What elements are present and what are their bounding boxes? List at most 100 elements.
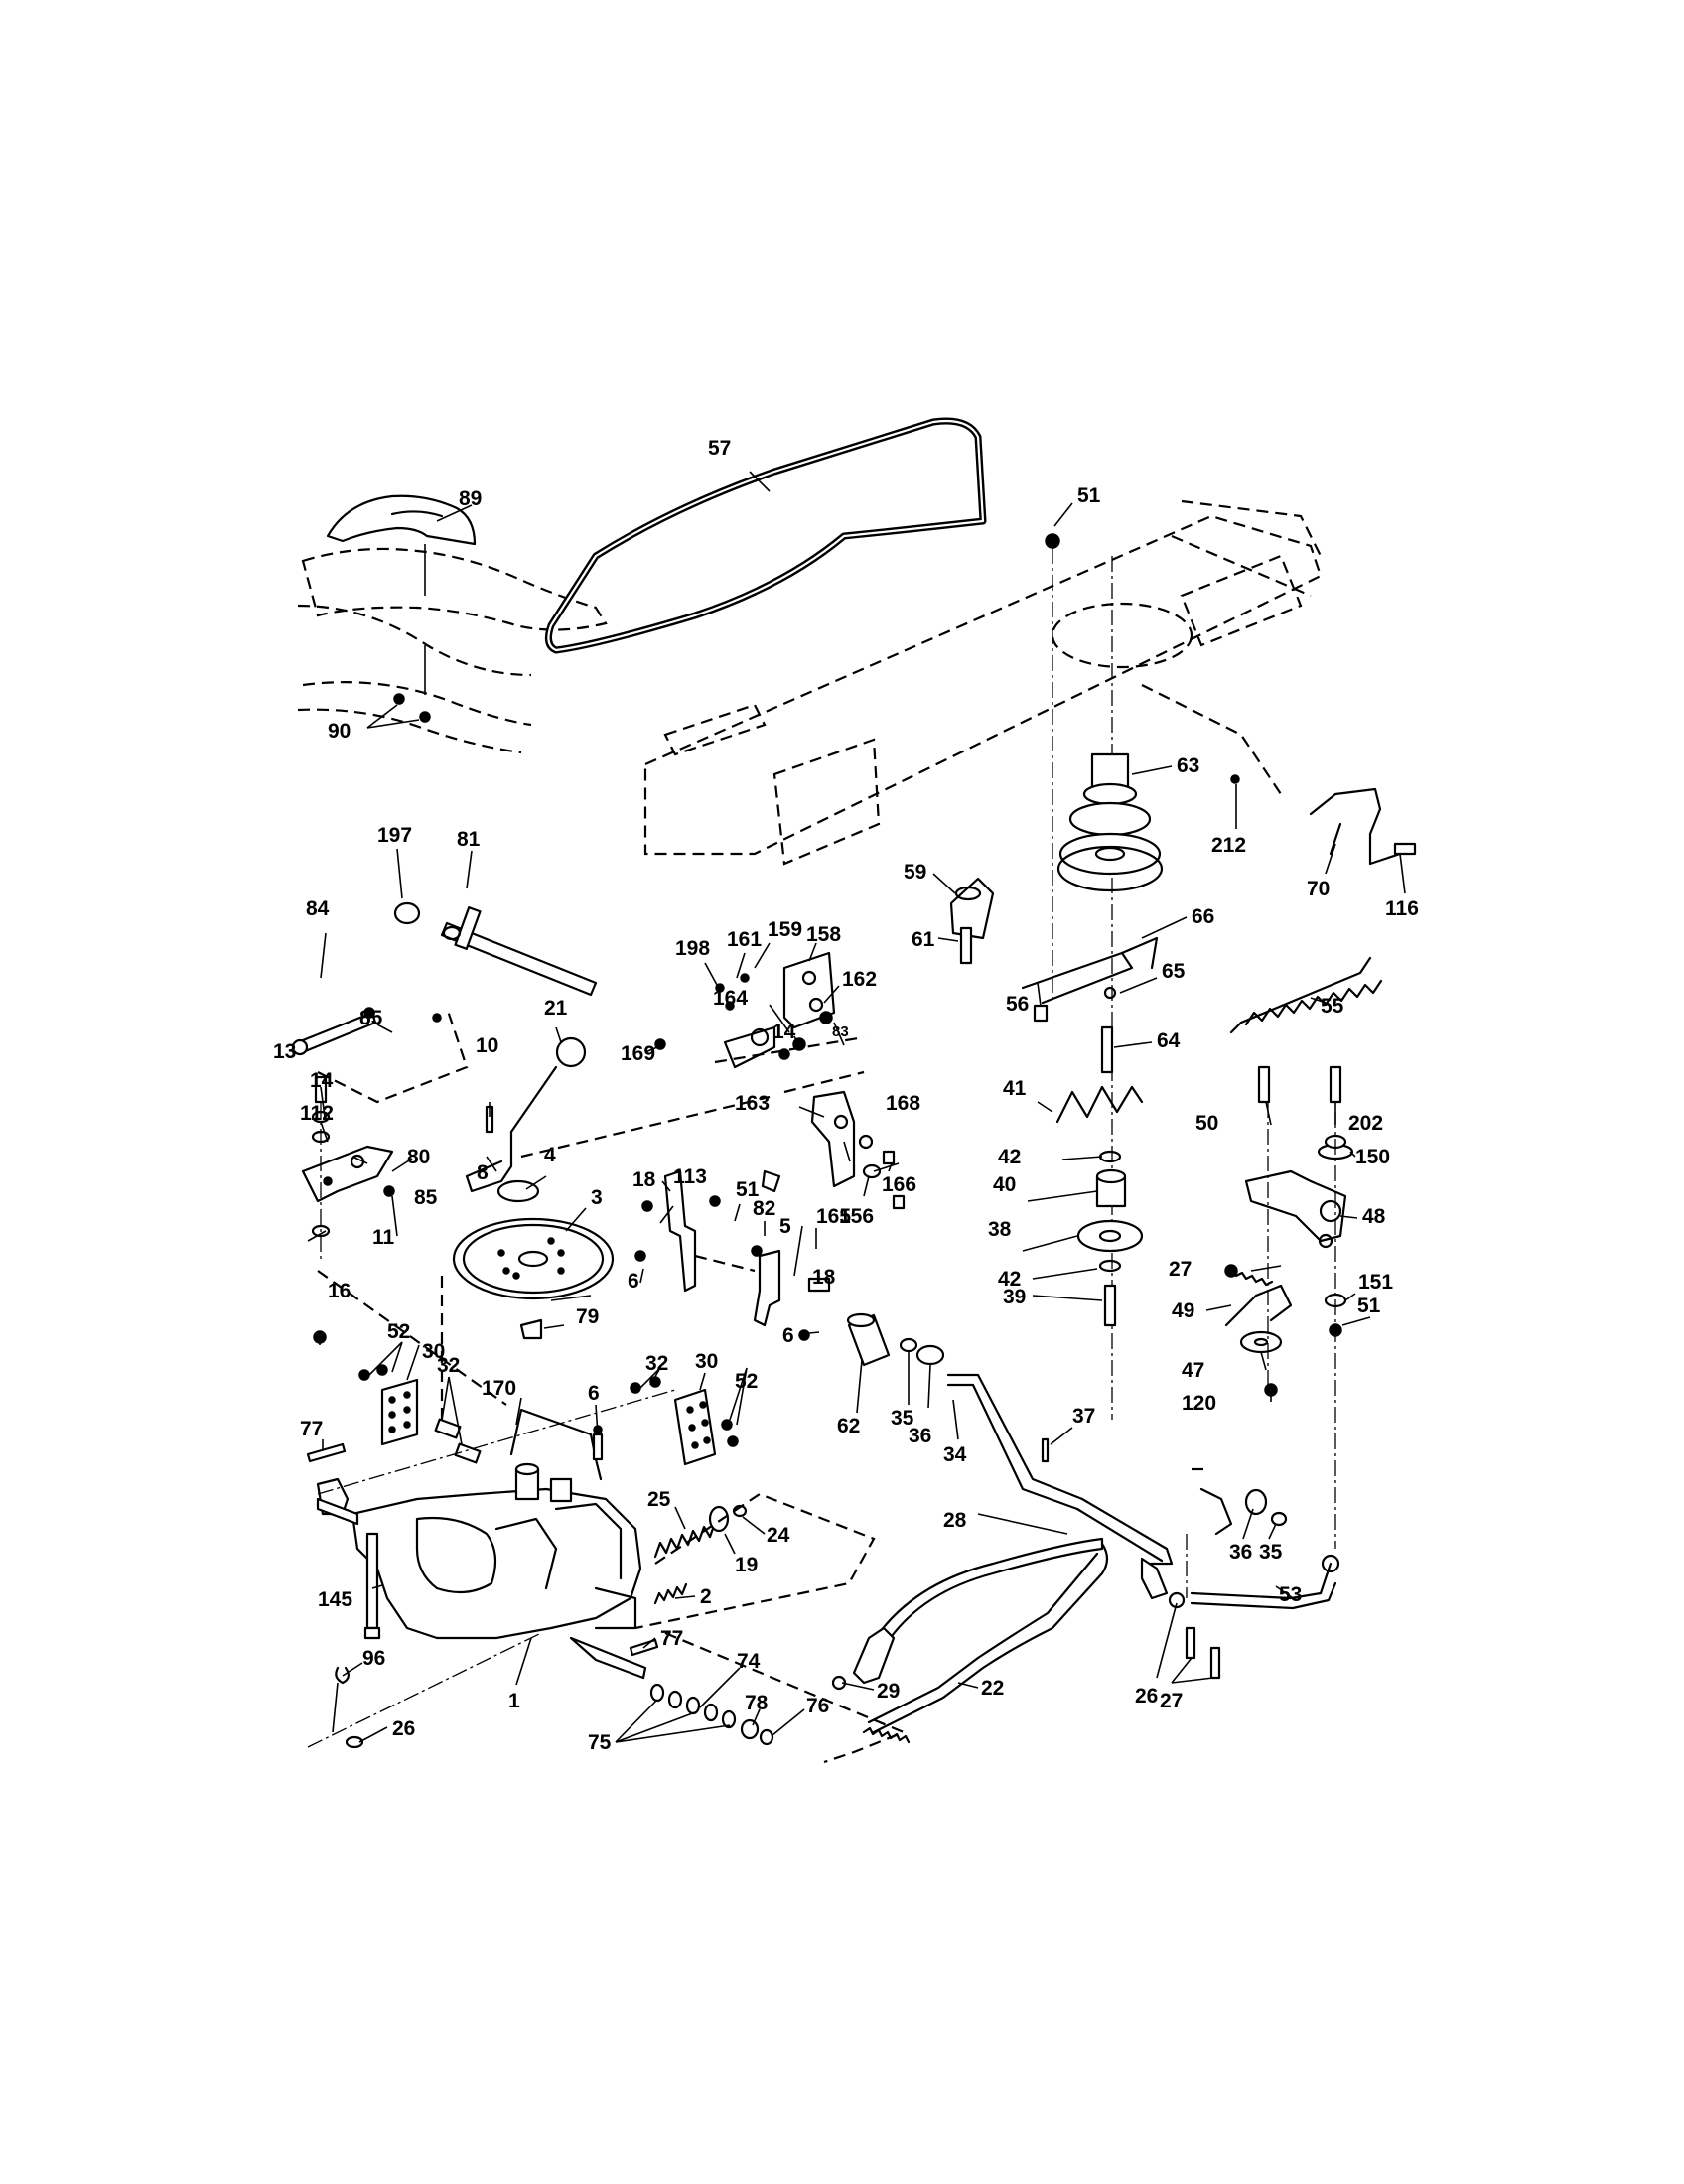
callout-label: 19 <box>735 1554 758 1576</box>
callout-label: 6 <box>628 1270 639 1293</box>
callout-label: 83 <box>832 1024 849 1040</box>
callout-label: 28 <box>943 1509 967 1532</box>
callout-label: 81 <box>457 828 481 851</box>
callout-label: 14 <box>772 1021 796 1043</box>
callout-label: 84 <box>306 897 330 920</box>
callout-labels: 57 89 51 90 63 212 70 116 197 81 59 61 6… <box>273 437 1419 1754</box>
callout-label: 49 <box>1172 1299 1194 1322</box>
callout-label: 79 <box>576 1305 599 1328</box>
callout-label: 75 <box>588 1731 612 1754</box>
callout-label: 90 <box>328 720 351 743</box>
callout-label: 52 <box>735 1370 758 1393</box>
callout-label: 21 <box>544 997 568 1020</box>
callout-label: 41 <box>1003 1077 1027 1100</box>
callout-label: 65 <box>1162 960 1186 983</box>
callout-label: 38 <box>988 1218 1012 1241</box>
control-brackets <box>634 1169 831 1341</box>
pedal-rods <box>831 1312 1221 1744</box>
callout-label: 164 <box>713 987 748 1010</box>
callout-label: 70 <box>1307 878 1330 900</box>
transaxle-pulley <box>317 1179 615 1420</box>
callout-label: 63 <box>1177 754 1199 777</box>
idler-pulley-assembly <box>1056 556 1164 1420</box>
leader-lines <box>307 471 1406 1743</box>
callout-label: 85 <box>359 1007 383 1029</box>
callout-label: 159 <box>768 918 802 941</box>
callout-label: 170 <box>482 1377 516 1400</box>
callout-label: 1 <box>508 1690 520 1712</box>
callout-label: 212 <box>1211 834 1246 857</box>
brake-link <box>291 1007 469 1104</box>
callout-label: 27 <box>1160 1690 1183 1712</box>
belt-keeper <box>949 877 995 965</box>
callout-label: 120 <box>1182 1392 1216 1415</box>
callout-label: 82 <box>753 1197 775 1220</box>
callout-label: 4 <box>544 1144 556 1166</box>
shift-lever <box>465 1036 771 1193</box>
callout-label: 36 <box>909 1425 931 1447</box>
belt-guide <box>1021 936 1159 1074</box>
callout-label: 162 <box>842 968 877 991</box>
callout-label: 56 <box>1006 993 1029 1016</box>
callout-label: 51 <box>736 1178 760 1201</box>
callout-label: 89 <box>459 487 482 510</box>
transaxle <box>307 1389 676 1749</box>
callout-label: 6 <box>588 1382 600 1405</box>
callout-label: 202 <box>1348 1112 1383 1135</box>
callout-label: 29 <box>877 1680 900 1703</box>
callout-label: 32 <box>437 1354 460 1377</box>
callout-label: 165 <box>816 1205 851 1228</box>
callout-label: 42 <box>998 1146 1021 1168</box>
callout-label: 13 <box>273 1040 296 1063</box>
callout-label: 85 <box>414 1186 438 1209</box>
callout-label: 34 <box>943 1443 967 1466</box>
return-springs <box>634 1492 907 1764</box>
callout-label: 25 <box>647 1488 671 1511</box>
callout-label: 27 <box>1169 1258 1192 1281</box>
callout-label: 150 <box>1355 1146 1390 1168</box>
callout-label: 50 <box>1195 1112 1218 1135</box>
callout-label: 8 <box>477 1161 489 1184</box>
callout-label: 10 <box>476 1034 498 1057</box>
callout-label: 66 <box>1192 905 1214 928</box>
callout-label: 22 <box>981 1677 1004 1700</box>
callout-label: 18 <box>812 1266 836 1289</box>
callout-label: 30 <box>695 1350 718 1373</box>
callout-label: 5 <box>779 1215 791 1238</box>
frame-hardware <box>1033 533 1240 1023</box>
callout-label: 151 <box>1358 1271 1393 1294</box>
callout-label: 47 <box>1182 1359 1204 1382</box>
callout-label: 78 <box>745 1692 769 1714</box>
belt-guide-lever <box>1309 787 1417 866</box>
callout-label: 35 <box>891 1407 914 1430</box>
callout-label: 26 <box>1135 1685 1158 1707</box>
callout-label: 30 <box>422 1340 445 1363</box>
brake-shaft <box>393 901 598 997</box>
callout-label: 55 <box>1321 995 1344 1018</box>
callout-label: 77 <box>300 1418 323 1440</box>
callout-label: 166 <box>882 1173 916 1196</box>
callout-label: 14 <box>310 1069 334 1092</box>
callout-label: 37 <box>1072 1405 1095 1428</box>
callout-label: 61 <box>912 928 935 951</box>
callout-label: 24 <box>767 1524 790 1547</box>
callout-label: 113 <box>673 1165 707 1188</box>
callout-label: 161 <box>727 928 762 951</box>
callout-label: 198 <box>675 937 710 960</box>
callout-label: 77 <box>660 1627 683 1650</box>
callout-label: 62 <box>837 1415 860 1437</box>
callout-label: 51 <box>1077 484 1101 507</box>
callout-label: 80 <box>407 1146 430 1168</box>
drive-belt <box>544 417 987 654</box>
callout-label: 42 <box>998 1268 1021 1291</box>
callout-label: 116 <box>1385 897 1419 920</box>
tractor-frame <box>643 499 1323 866</box>
callout-label: 36 <box>1229 1541 1252 1564</box>
callout-label: 48 <box>1362 1205 1386 1228</box>
callout-label: 156 <box>839 1205 874 1228</box>
callout-label: 96 <box>362 1647 385 1670</box>
callout-label: 74 <box>737 1650 761 1673</box>
callout-label: 39 <box>1003 1286 1026 1308</box>
callout-label: 169 <box>621 1042 655 1065</box>
